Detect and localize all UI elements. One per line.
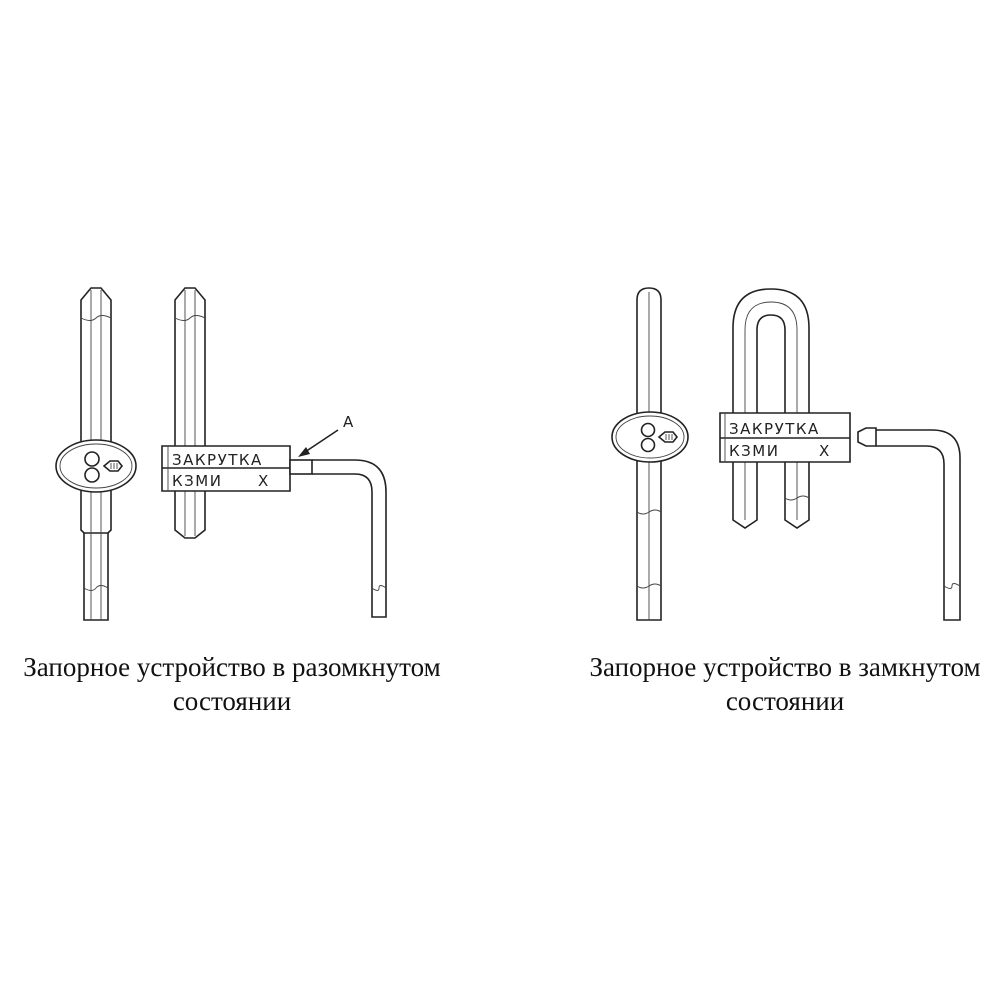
screw-icon bbox=[657, 431, 679, 443]
caption-closed-line2: состоянии bbox=[725, 686, 845, 716]
rod-left-2 bbox=[174, 287, 206, 539]
caption-open-state: Запорное устройство в разомкнутом состоя… bbox=[0, 650, 472, 718]
closed-state-figure: ЗАКРУТКА КЗМИ X bbox=[611, 287, 961, 621]
caption-closed-state: Запорное устройство в замкнутом состояни… bbox=[545, 650, 1000, 718]
seal-body-right bbox=[611, 411, 689, 463]
tag-mark-right: X bbox=[819, 442, 831, 460]
seal-tag-left: ЗАКРУТКА КЗМИ X bbox=[161, 445, 291, 492]
seal-body-left bbox=[55, 439, 137, 493]
caption-open-line2: состоянии bbox=[172, 686, 292, 716]
caption-closed-line1: Запорное устройство в замкнутом bbox=[589, 652, 981, 682]
tag-line1-left: ЗАКРУТКА bbox=[172, 451, 263, 469]
u-shackle bbox=[732, 288, 810, 529]
open-state-figure: ЗАКРУТКА КЗМИ X A bbox=[55, 287, 387, 621]
callout-a-label: A bbox=[343, 413, 354, 431]
wire-connector-left bbox=[289, 459, 387, 618]
screw-icon bbox=[102, 460, 124, 472]
tag-line2-left: КЗМИ bbox=[172, 472, 222, 490]
seal-tag-right: ЗАКРУТКА КЗМИ X bbox=[719, 412, 851, 463]
wire-detached-right bbox=[857, 427, 961, 621]
tag-mark-left: X bbox=[258, 472, 270, 490]
tag-line1-right: ЗАКРУТКА bbox=[729, 420, 820, 438]
caption-open-line1: Запорное устройство в разомкнутом bbox=[23, 652, 441, 682]
tag-line2-right: КЗМИ bbox=[729, 442, 779, 460]
callout-a: A bbox=[298, 413, 354, 457]
